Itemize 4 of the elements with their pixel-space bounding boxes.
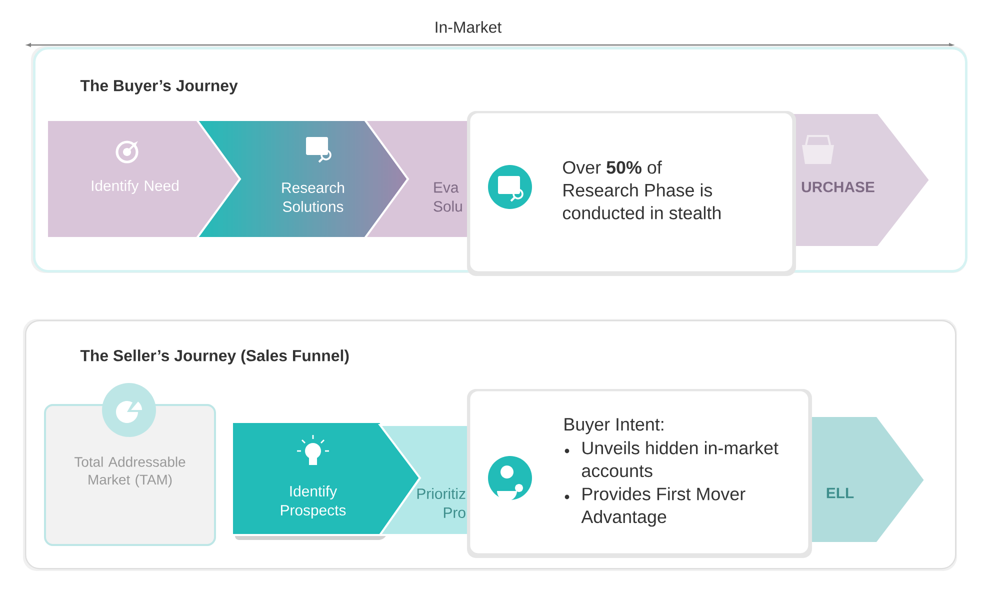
callout-tooltip: Buyer Intent: Unveils hidden in-market accounts Provides First Mover Advantage xyxy=(467,389,812,558)
callout-tooltip: Over 50% of Research Phase is conducted in stealth xyxy=(467,111,796,276)
market-box: Total Addressable Market (TAM) xyxy=(44,383,216,546)
span-label: In-Market xyxy=(432,19,504,35)
